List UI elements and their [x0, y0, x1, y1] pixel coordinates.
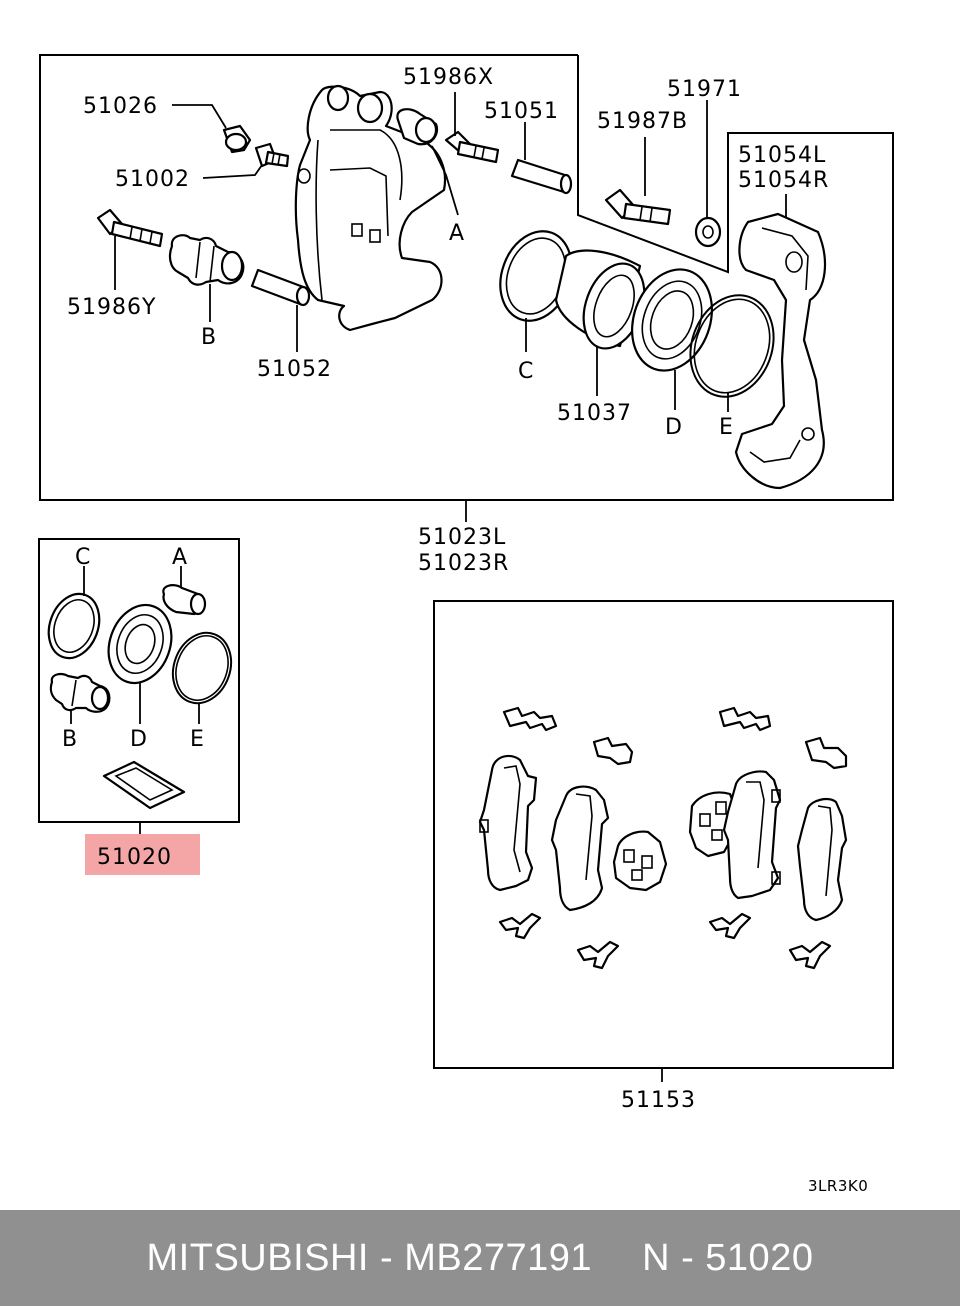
boot-b[interactable]: [168, 234, 245, 286]
label-51054l: 51054L: [738, 143, 826, 168]
label-c-main: C: [518, 359, 534, 384]
label-51023l: 51023L: [418, 525, 506, 550]
kit-boot-b[interactable]: [49, 672, 111, 713]
label-51986y: 51986Y: [67, 295, 156, 320]
part-51987b-bolt[interactable]: [604, 188, 672, 226]
label-b-main: B: [201, 325, 217, 350]
label-51020[interactable]: 51020: [97, 845, 172, 870]
parts-diagram: 51026 51002 A 51986X 5105: [38, 54, 894, 1195]
footer-brand-part: MITSUBISHI - MB277191: [146, 1236, 593, 1279]
part-51026-cap[interactable]: [222, 124, 252, 154]
part-51002-bleeder[interactable]: [254, 142, 290, 168]
kit-boot-d[interactable]: [98, 596, 182, 692]
brake-pad-3[interactable]: [722, 770, 782, 900]
grease-packet[interactable]: [102, 760, 186, 810]
part-51986y-bolt[interactable]: [96, 208, 164, 248]
label-51023r: 51023R: [418, 551, 509, 576]
label-51037: 51037: [557, 401, 632, 426]
pad-shim-2[interactable]: [688, 791, 738, 858]
leader-51026: [172, 104, 227, 129]
pad-clip-6[interactable]: [576, 940, 620, 970]
label-d-kit: D: [130, 727, 148, 752]
part-51051-pin[interactable]: [510, 158, 573, 195]
highlight-51020: [85, 834, 200, 875]
label-d-main: D: [665, 415, 683, 440]
part-51052-pin[interactable]: [250, 268, 311, 307]
label-51971: 51971: [667, 77, 742, 102]
pad-clip-2[interactable]: [592, 736, 634, 766]
pad-shim-1[interactable]: [612, 830, 668, 892]
leader-a-main: [431, 145, 459, 216]
kit-ring-e[interactable]: [163, 625, 240, 712]
label-51051: 51051: [484, 99, 559, 124]
label-51986x: 51986X: [403, 65, 494, 90]
part-51054-bracket[interactable]: [734, 212, 826, 490]
seal-kit-frame: [38, 538, 240, 823]
caliper-assembly-frame: [39, 54, 894, 501]
diagram-ref-code: 3LR3K0: [808, 1177, 868, 1195]
part-51971-washer[interactable]: [694, 216, 722, 248]
caliper-body[interactable]: [294, 84, 447, 332]
label-e-kit: E: [190, 727, 205, 752]
footer-ref-part: N - 51020: [642, 1236, 814, 1279]
label-51026: 51026: [83, 94, 158, 119]
label-c-kit: C: [75, 545, 91, 570]
label-51002: 51002: [115, 167, 190, 192]
brake-pad-2[interactable]: [550, 785, 610, 912]
label-b-kit: B: [62, 727, 78, 752]
label-a-main: A: [449, 221, 465, 246]
boot-a[interactable]: [396, 108, 439, 146]
label-e-main: E: [719, 415, 734, 440]
brake-pad-1[interactable]: [478, 754, 538, 892]
pad-clip-5[interactable]: [498, 912, 542, 940]
label-51052: 51052: [257, 357, 332, 382]
pad-clip-1[interactable]: [502, 706, 558, 732]
brake-pad-4[interactable]: [796, 798, 848, 922]
part-number-footer: MITSUBISHI - MB277191 N - 51020: [0, 1210, 960, 1306]
kit-seal-c[interactable]: [40, 587, 108, 665]
pad-clip-4[interactable]: [804, 736, 848, 770]
pad-clip-8[interactable]: [788, 940, 832, 970]
pad-set-frame: [433, 600, 894, 1069]
label-51054r: 51054R: [738, 168, 829, 193]
pad-clip-7[interactable]: [708, 912, 752, 940]
label-a-kit: A: [172, 545, 188, 570]
label-51153: 51153: [621, 1088, 696, 1113]
ring-e[interactable]: [677, 283, 788, 408]
part-51986x-bolt[interactable]: [444, 130, 500, 164]
kit-boot-a[interactable]: [162, 584, 207, 616]
pad-clip-3[interactable]: [718, 706, 772, 732]
leader-51002: [202, 164, 263, 179]
part-51037-piston[interactable]: [554, 249, 655, 357]
label-51987b: 51987B: [597, 109, 688, 134]
